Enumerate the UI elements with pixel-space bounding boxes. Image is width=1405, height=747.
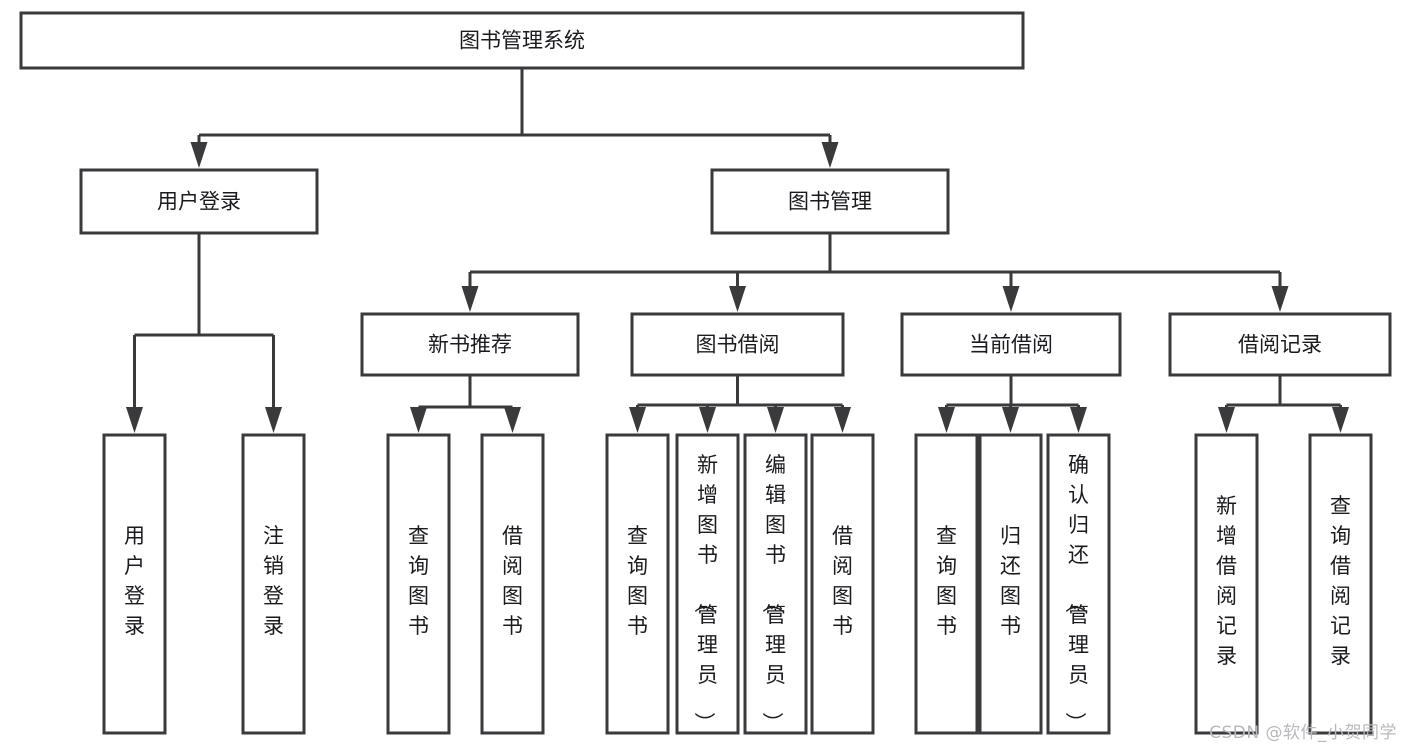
node-box [386, 433, 451, 735]
arrow-head-icon [1002, 286, 1020, 312]
node-label: 新书推荐 [428, 333, 512, 357]
arrow-head-icon [1002, 407, 1019, 433]
node-label: 查询图书 [627, 524, 648, 638]
node-box [630, 312, 845, 377]
arrow-head-icon [461, 286, 479, 312]
node-box [978, 433, 1043, 735]
node-box [79, 168, 319, 235]
arrow-head-icon [1218, 407, 1235, 433]
node-label: 用户登录 [157, 190, 241, 214]
node-label: 图书管理系统 [459, 29, 585, 53]
node-label: 借阅图书 [832, 524, 853, 638]
node-label: 归还图书 [1000, 524, 1021, 638]
node-label: 图书借阅 [696, 333, 780, 357]
arrow-head-icon [265, 407, 282, 433]
connector-layer [126, 68, 1349, 433]
node-box [241, 433, 306, 735]
node-label: 注销登录 [263, 524, 284, 638]
node-box [480, 433, 545, 735]
node-leaf-cur-query[interactable]: 查询图书 [914, 433, 979, 735]
node-label: 借阅图书 [502, 524, 523, 638]
node-root[interactable]: 图书管理系统 [19, 11, 1025, 70]
node-leaf-cur-return[interactable]: 归还图书 [978, 433, 1043, 735]
node-label: 编辑图书（管理员） [760, 453, 786, 733]
node-leaf-rec-add[interactable]: 新增借阅记录 [1194, 433, 1259, 735]
arrow-head-icon [938, 407, 955, 433]
node-label: 查询图书 [408, 524, 429, 638]
node-layer: 图书管理系统用户登录图书管理新书推荐图书借阅当前借阅借阅记录用户登录注销登录查询… [19, 11, 1392, 735]
node-leaf-rec-query[interactable]: 查询借阅记录 [1308, 433, 1373, 735]
node-box [102, 433, 167, 735]
node-label: 查询借阅记录 [1330, 494, 1351, 668]
arrow-head-icon [699, 407, 716, 433]
node-l3-newbook[interactable]: 新书推荐 [360, 312, 580, 377]
csdn-watermark: CSDN @软件_小贺同学 [1209, 723, 1397, 743]
node-box [1194, 433, 1259, 735]
node-box [1308, 433, 1373, 735]
arrow-head-icon [834, 407, 851, 433]
node-box [1046, 433, 1111, 735]
arrow-head-icon [1271, 286, 1289, 312]
node-leaf-user-login[interactable]: 用户登录 [102, 433, 167, 735]
arrow-head-icon [821, 142, 839, 168]
arrow-head-icon [410, 407, 427, 433]
node-box [914, 433, 979, 735]
node-label: 图书管理 [788, 190, 872, 214]
node-leaf-user-logout[interactable]: 注销登录 [241, 433, 306, 735]
node-label: 借阅记录 [1238, 333, 1322, 357]
node-box [743, 433, 808, 735]
node-leaf-bw-borrow[interactable]: 借阅图书 [810, 433, 875, 735]
node-l2-book[interactable]: 图书管理 [710, 168, 950, 235]
node-box [19, 11, 1025, 70]
node-leaf-nb-borrow[interactable]: 借阅图书 [480, 433, 545, 735]
node-box [710, 168, 950, 235]
node-l3-borrow[interactable]: 图书借阅 [630, 312, 845, 377]
node-leaf-bw-query[interactable]: 查询图书 [605, 433, 670, 735]
arrow-head-icon [504, 407, 521, 433]
node-label: 新增借阅记录 [1216, 494, 1237, 668]
node-leaf-nb-query[interactable]: 查询图书 [386, 433, 451, 735]
arrow-head-icon [1332, 407, 1349, 433]
node-leaf-cur-confirm[interactable]: 确认归还（管理员） [1046, 433, 1111, 735]
node-box [1168, 312, 1392, 377]
arrow-head-icon [190, 142, 208, 168]
node-box [360, 312, 580, 377]
node-label: 用户登录 [124, 524, 145, 638]
node-box [605, 433, 670, 735]
arrow-head-icon [126, 407, 143, 433]
node-l3-current[interactable]: 当前借阅 [900, 312, 1122, 377]
arrow-head-icon [1070, 407, 1087, 433]
arrow-head-icon [729, 286, 746, 312]
node-label: 新增图书（管理员） [692, 453, 718, 733]
node-leaf-bw-edit[interactable]: 编辑图书（管理员） [743, 433, 808, 735]
node-box [810, 433, 875, 735]
node-l2-user[interactable]: 用户登录 [79, 168, 319, 235]
node-label: 当前借阅 [969, 333, 1053, 357]
node-leaf-bw-add[interactable]: 新增图书（管理员） [675, 433, 740, 735]
arrow-head-icon [767, 407, 784, 433]
node-label: 确认归还（管理员） [1063, 453, 1089, 733]
node-box [675, 433, 740, 735]
node-box [900, 312, 1122, 377]
node-label: 查询图书 [936, 524, 957, 638]
node-l3-record[interactable]: 借阅记录 [1168, 312, 1392, 377]
arrow-head-icon [629, 407, 646, 433]
